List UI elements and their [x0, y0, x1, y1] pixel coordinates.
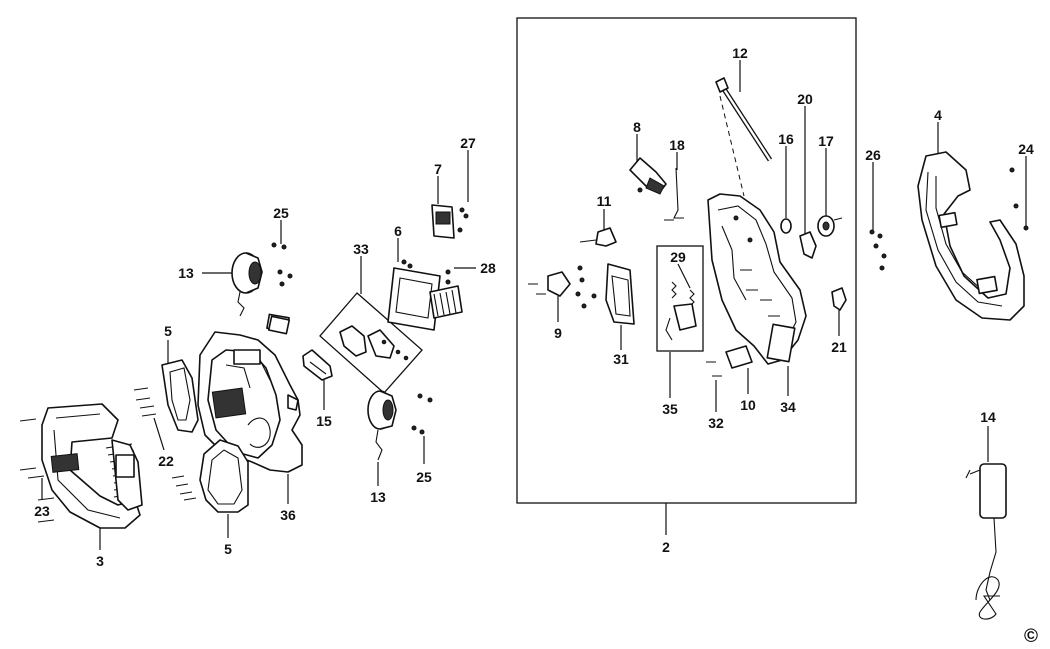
part-7-module [431, 204, 469, 239]
part-14-adapter [965, 463, 1007, 620]
part-33-board [339, 325, 409, 361]
part-labels: 12 20 8 18 16 17 26 4 24 27 7 25 6 28 33… [34, 45, 1034, 569]
part-16-ring [780, 218, 792, 234]
part-8-knob [629, 157, 667, 195]
part-28-ribbon-cable [429, 269, 463, 319]
label-32: 32 [708, 415, 724, 431]
label-31: 31 [613, 351, 629, 367]
label-6: 6 [394, 223, 402, 239]
label-27: 27 [460, 135, 476, 151]
part-5-side-plate-upper [161, 359, 199, 433]
label-25-upper: 25 [273, 205, 289, 221]
part-4-carry-handle [917, 151, 1029, 321]
label-5-upper: 5 [164, 323, 172, 339]
label-18: 18 [669, 137, 685, 153]
inner-frame-29 [656, 245, 704, 352]
label-2: 2 [662, 539, 670, 555]
part-15-clip [302, 349, 333, 381]
part-35-switch [665, 303, 697, 341]
part-3-handle [41, 403, 143, 529]
label-8: 8 [633, 119, 641, 135]
part-13-speaker-lower [367, 390, 397, 461]
label-34: 34 [780, 399, 796, 415]
part-5-lower-cover [199, 439, 249, 513]
part-22-screws [133, 387, 157, 417]
part-11-bracket [579, 227, 617, 247]
label-29: 29 [670, 249, 686, 265]
label-33: 33 [353, 241, 369, 257]
label-24: 24 [1018, 141, 1034, 157]
part-9-block [528, 271, 571, 297]
label-35: 35 [662, 401, 678, 417]
part-17-knob [817, 215, 843, 237]
part-31-switch-housing [575, 263, 635, 325]
label-16: 16 [778, 131, 794, 147]
label-28: 28 [480, 260, 496, 276]
part-small-square [267, 315, 291, 335]
part-25-screws-lower [411, 393, 433, 435]
label-7: 7 [434, 161, 442, 177]
label-15: 15 [316, 413, 332, 429]
part-20-lever [799, 231, 817, 259]
label-9: 9 [554, 325, 562, 341]
label-3: 3 [96, 553, 104, 569]
part-13-speaker-upper [231, 252, 263, 317]
part-26-screws [869, 229, 887, 271]
label-11: 11 [597, 193, 612, 209]
label-10: 10 [740, 397, 756, 413]
label-20: 20 [797, 91, 813, 107]
label-21: 21 [831, 339, 847, 355]
part-12-rod [715, 77, 773, 162]
part-29-spring [671, 281, 695, 307]
part-36-main-housing [197, 313, 303, 473]
label-13-upper: 13 [178, 265, 194, 281]
label-13-lower: 13 [370, 489, 386, 505]
copyright-mark: © [1024, 626, 1038, 647]
subassembly-frame [516, 17, 857, 504]
label-22: 22 [158, 453, 174, 469]
part-25-screws-upper [271, 242, 293, 287]
label-17: 17 [818, 133, 834, 149]
label-4: 4 [934, 107, 942, 123]
part-23-screws [19, 418, 55, 523]
label-26: 26 [865, 147, 881, 163]
leader-lines [41, 60, 1027, 550]
part-18-spring [673, 167, 684, 219]
label-23: 23 [34, 503, 50, 519]
part-34-housing [707, 193, 807, 365]
part-21-latch [831, 287, 847, 311]
part-6-circuit-plate [387, 259, 441, 331]
label-5-lower: 5 [224, 541, 232, 557]
label-25-lower: 25 [416, 469, 432, 485]
label-36: 36 [280, 507, 296, 523]
label-14: 14 [980, 409, 996, 425]
part-10-plate [725, 345, 753, 369]
label-12: 12 [732, 45, 748, 61]
part-screws-lower [171, 475, 197, 501]
part-32-screws [706, 361, 722, 377]
rod-dashed-line [719, 95, 745, 197]
